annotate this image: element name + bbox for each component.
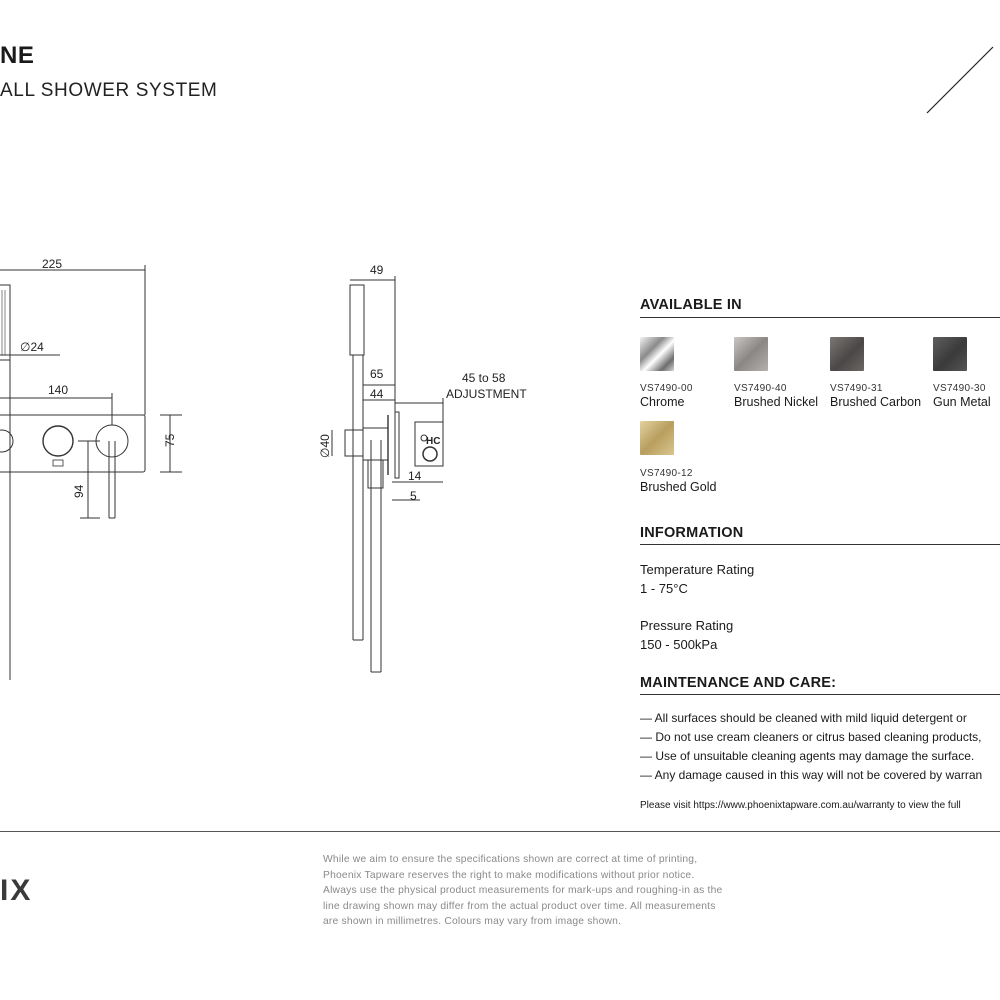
temperature-value: 1 - 75°C (640, 581, 688, 596)
disclaimer-line: Phoenix Tapware reserves the right to ma… (323, 869, 695, 881)
swatch-brushed-carbon (830, 337, 864, 371)
dim-24: ∅24 (20, 340, 44, 354)
dim-adjustment-label: ADJUSTMENT (446, 387, 527, 401)
dim-14: 14 (408, 469, 422, 483)
finish-name: Brushed Gold (640, 480, 717, 494)
disclaimer-line: While we aim to ensure the specification… (323, 854, 698, 865)
footer-rule (0, 831, 1000, 832)
dim-40: ∅40 (318, 434, 332, 458)
dim-65: 65 (370, 367, 384, 381)
information-rule (640, 544, 1000, 545)
swatch-chrome (640, 337, 674, 371)
maintenance-rule (640, 694, 1000, 695)
hand-shower-head (0, 284, 11, 361)
technical-drawing: 225 ∅24 140 75 94 49 65 44 ∅40 45 to 58 … (0, 257, 527, 680)
care-item: — All surfaces should be cleaned with mi… (640, 711, 967, 725)
dim-75: 75 (163, 433, 177, 447)
dim-44: 44 (370, 387, 384, 401)
finish-code: VS7490-00 (640, 383, 693, 394)
finish-code: VS7490-31 (830, 383, 883, 394)
dim-49: 49 (370, 263, 384, 277)
product-subtitle: ALL SHOWER SYSTEM (0, 80, 218, 101)
swatch-brushed-nickel (734, 337, 768, 371)
temperature-label: Temperature Rating (640, 562, 755, 577)
warranty-note: Please visit https://www.phoenixtapware.… (640, 800, 961, 811)
disclaimer: While we aim to ensure the specification… (323, 852, 722, 930)
finish-name: Chrome (640, 395, 685, 409)
care-item: — Do not use cream cleaners or citrus ba… (640, 730, 982, 744)
dim-225: 225 (42, 257, 62, 271)
swatch-gun-metal (933, 337, 967, 371)
available-rule (640, 317, 1000, 318)
product-title: NE (0, 42, 35, 69)
hot-cold-mark: HC (426, 436, 440, 447)
dim-5: 5 (410, 489, 417, 503)
care-item: — Any damage caused in this way will not… (640, 768, 983, 782)
pressure-label: Pressure Rating (640, 618, 734, 633)
disclaimer-line: line drawing shown may differ from the a… (323, 900, 716, 912)
finish-name: Brushed Nickel (734, 395, 819, 409)
brand-logo: IX (0, 874, 33, 907)
disclaimer-line: Always use the physical product measurem… (323, 885, 723, 896)
finish-code: VS7490-40 (734, 383, 787, 394)
maintenance-heading: MAINTENANCE AND CARE: (640, 675, 837, 691)
dim-adjustment-range: 45 to 58 (462, 371, 506, 385)
available-heading: AVAILABLE IN (640, 297, 742, 313)
finish-code: VS7490-30 (933, 383, 986, 394)
pressure-value: 150 - 500kPa (640, 637, 718, 652)
dim-94: 94 (72, 484, 86, 498)
mixer-plate (0, 414, 146, 473)
disclaimer-line: are shown in millimetres. Colours may va… (323, 916, 622, 927)
care-item: — Use of unsuitable cleaning agents may … (640, 749, 975, 763)
finish-name: Brushed Carbon (830, 395, 922, 409)
dim-140: 140 (48, 383, 68, 397)
finish-name: Gun Metal (933, 395, 991, 409)
finish-code: VS7490-12 (640, 468, 693, 479)
information-heading: INFORMATION (640, 525, 744, 541)
decorative-diagonal-line (926, 46, 994, 114)
swatch-brushed-gold (640, 421, 674, 455)
